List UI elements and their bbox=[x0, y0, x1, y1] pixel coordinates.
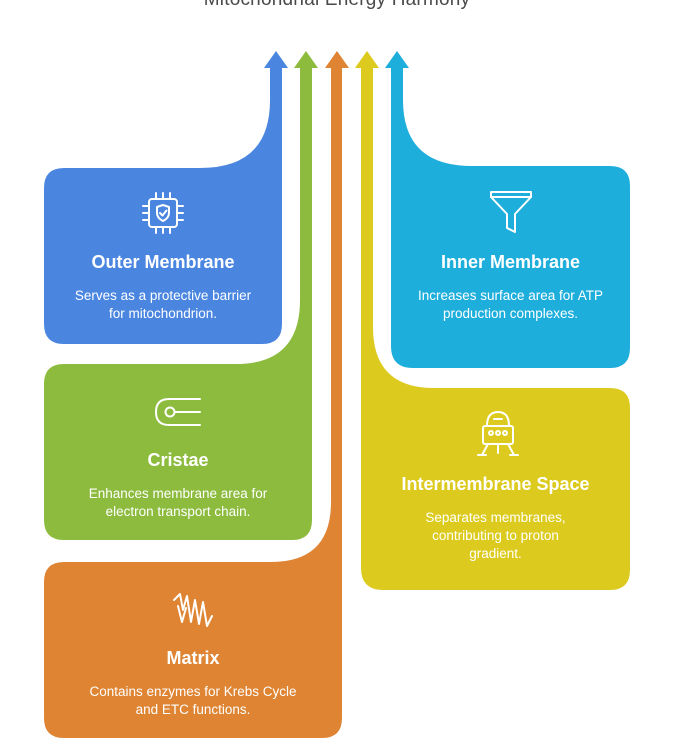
cristae-description: Enhances membrane area for electron tran… bbox=[88, 486, 268, 519]
matrix-shape bbox=[44, 66, 342, 738]
diagram-title: Mitochondrial Energy Harmony bbox=[0, 0, 674, 11]
lander-icon bbox=[477, 411, 519, 456]
outer-membrane-heading: Outer Membrane bbox=[91, 252, 235, 272]
zigzag-icon bbox=[173, 593, 213, 627]
intermembrane-space-card: Intermembrane Space Separates membranes,… bbox=[381, 473, 610, 563]
intermembrane-space-description: Separates membranes, contributing to pro… bbox=[425, 510, 566, 561]
outer-membrane-card: Outer Membrane Serves as a protective ba… bbox=[64, 251, 262, 323]
inner-membrane-arrowhead bbox=[385, 51, 409, 68]
toggle-icon bbox=[154, 398, 201, 426]
intermembrane-arrowhead bbox=[355, 51, 379, 68]
inner-membrane-shape bbox=[391, 66, 630, 368]
cristae-arrowhead bbox=[294, 51, 318, 68]
intermembrane-shape bbox=[361, 66, 630, 590]
matrix-arrowhead bbox=[325, 51, 349, 68]
funnel-icon bbox=[490, 191, 532, 233]
chip-shield-icon bbox=[142, 192, 184, 234]
inner-membrane-card: Inner Membrane Increases surface area fo… bbox=[411, 251, 610, 323]
matrix-card: Matrix Contains enzymes for Krebs Cycle … bbox=[64, 647, 322, 719]
matrix-description: Contains enzymes for Krebs Cycle and ETC… bbox=[89, 684, 297, 717]
matrix-heading: Matrix bbox=[166, 648, 220, 668]
inner-membrane-heading: Inner Membrane bbox=[440, 252, 581, 272]
intermembrane-space-heading: Intermembrane Space bbox=[401, 474, 590, 494]
cristae-shape bbox=[44, 66, 312, 540]
cristae-heading: Cristae bbox=[147, 450, 209, 470]
inner-membrane-description: Increases surface area for ATP productio… bbox=[417, 288, 604, 321]
outer-membrane-arrowhead bbox=[264, 51, 288, 68]
outer-membrane-description: Serves as a protective barrier for mitoc… bbox=[74, 288, 252, 321]
cristae-card: Cristae Enhances membrane area for elect… bbox=[64, 449, 292, 521]
